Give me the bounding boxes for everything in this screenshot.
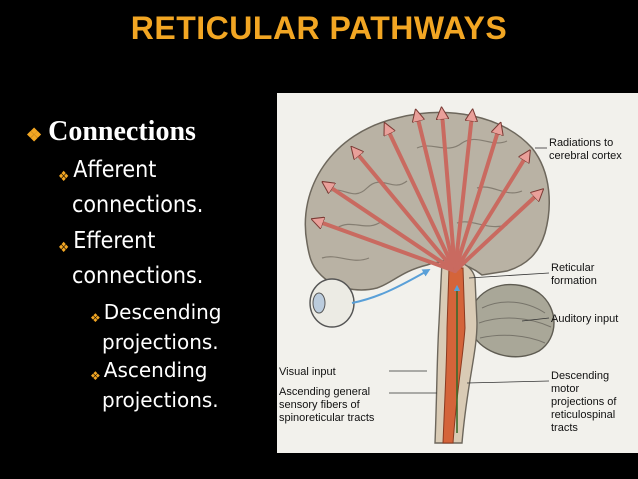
brain-illustration: Radiations to cerebral cortex Reticular … [279, 93, 622, 444]
label-visual: Visual input [279, 366, 336, 378]
label-ascending-3: spinoreticular tracts [279, 412, 375, 424]
label-descending-3: projections of [551, 396, 617, 408]
diamond-bullet-icon: ❖ [58, 240, 70, 256]
bullet-efferent-cont: connections. [72, 263, 204, 289]
label-ascending-1: Ascending general [279, 386, 370, 398]
diamond-bullet-icon: ❖ [26, 125, 43, 145]
bullet-descending: ❖ Descending [90, 300, 222, 330]
bullet-list: ❖ Connections ❖ Afferent connections. ❖ … [26, 116, 222, 412]
bullet-ascending: ❖ Ascending [90, 358, 222, 388]
label-descending-2: motor [551, 383, 579, 395]
bullet-connections: ❖ Connections [26, 116, 222, 148]
bullet-text: Ascending [103, 358, 208, 382]
brain-diagram: Radiations to cerebral cortex Reticular … [277, 93, 638, 453]
bullet-descending-cont: projections. [102, 330, 219, 354]
reticular-formation [442, 267, 466, 444]
eye-icon [309, 269, 431, 328]
label-auditory: Auditory input [551, 313, 618, 325]
cerebellum [471, 283, 555, 358]
bullet-text: Afferent [73, 157, 157, 183]
label-descending-5: tracts [551, 422, 578, 434]
label-descending-4: reticulospinal [551, 409, 615, 421]
cerebrum [304, 111, 550, 291]
bullet-text: Descending [103, 300, 222, 324]
bullet-ascending-cont: projections. [102, 388, 219, 412]
label-reticular-2: formation [551, 275, 597, 287]
label-radiations-2: cerebral cortex [549, 150, 622, 162]
diamond-bullet-icon: ❖ [90, 369, 101, 383]
bullet-afferent: ❖ Afferent [58, 156, 222, 191]
diamond-bullet-icon: ❖ [58, 169, 70, 185]
label-ascending-2: sensory fibers of [279, 399, 361, 411]
bullet-text: Efferent [73, 228, 156, 254]
slide-title: RETICULAR PATHWAYS [130, 10, 508, 46]
bullet-text: Connections [48, 116, 196, 147]
radiation-arrows [317, 113, 539, 273]
bullet-efferent: ❖ Efferent [58, 227, 222, 262]
label-descending-1: Descending [551, 370, 609, 382]
bullet-afferent-cont: connections. [72, 192, 204, 218]
label-reticular-1: Reticular [551, 262, 595, 274]
diamond-bullet-icon: ❖ [90, 311, 101, 325]
label-radiations-1: Radiations to [549, 137, 613, 149]
